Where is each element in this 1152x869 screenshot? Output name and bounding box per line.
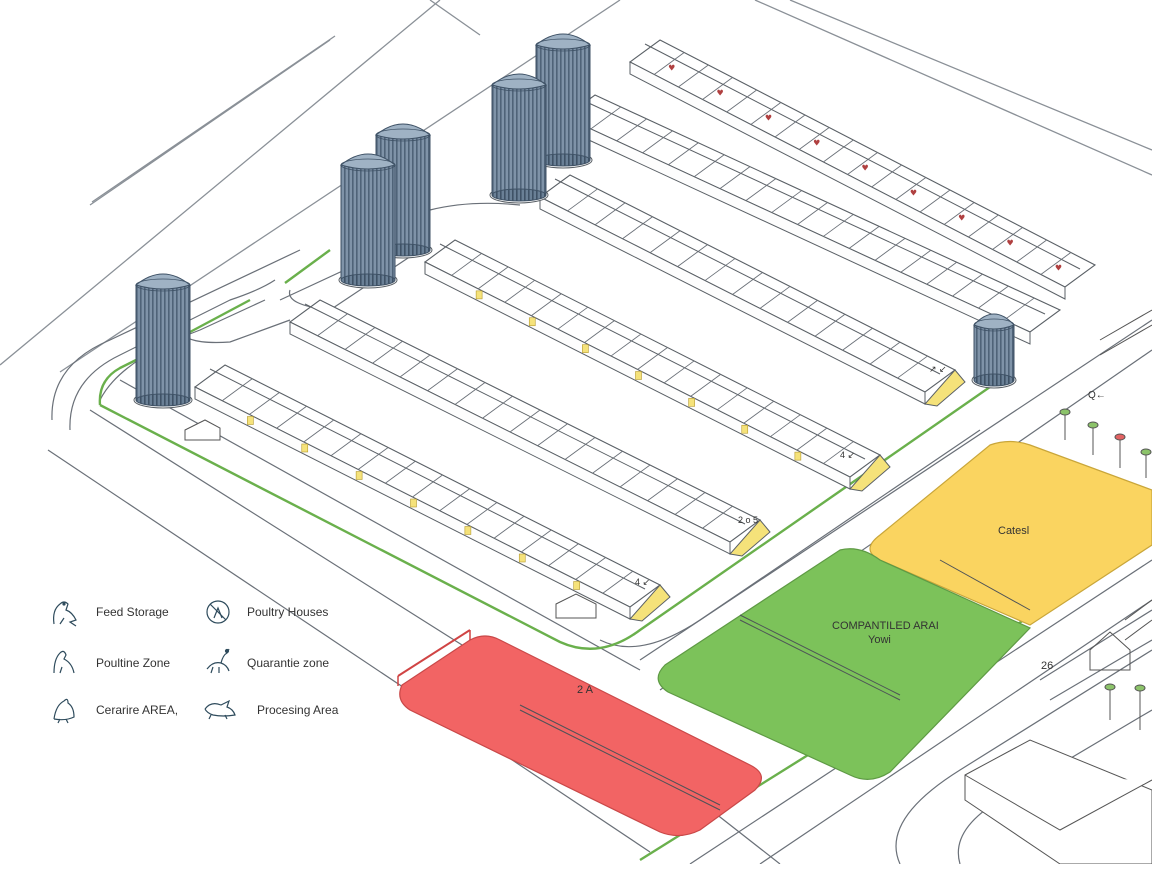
poultry-house-bottom-right: [964, 739, 1152, 865]
poultry-house: ♥ ♥ ♥ ♥ ♥ ♥ ♥ ♥ ♥: [628, 39, 1097, 300]
legend-label-feed-storage: Feed Storage: [96, 605, 169, 619]
poultry-houses: ♥ ♥ ♥ ♥ ♥ ♥ ♥ ♥ ♥: [193, 39, 1097, 622]
poultry-house: [288, 299, 771, 557]
house-end-label: 4 ↙: [635, 577, 651, 587]
legend-label-cerarire-area: Cerarire AREA,: [96, 703, 179, 717]
svg-text:♥: ♥: [765, 114, 772, 123]
zone-red-label: 2 A: [577, 684, 593, 696]
feed-silos: [133, 33, 1017, 409]
svg-text:♥: ♥: [958, 214, 965, 223]
feed-silo: [971, 313, 1017, 389]
legend-label-quarantine-zone: Quarantie zone: [247, 656, 330, 670]
legend-label-poultine-zone: Poultine Zone: [96, 656, 171, 670]
bird-icon: [53, 698, 75, 724]
legend-icons: [53, 600, 236, 724]
feed-silo: [338, 153, 398, 289]
svg-text:♥: ♥: [862, 164, 869, 173]
fox-icon: [204, 699, 236, 720]
legend-label-poultry-houses: Poultry Houses: [247, 605, 329, 619]
poultry-house: [193, 364, 671, 622]
poultry-house: [538, 174, 966, 407]
poultry-house: [423, 239, 891, 492]
chicken-icon: [53, 601, 77, 627]
svg-text:♥: ♥: [910, 189, 917, 198]
fence-lines: [519, 559, 1031, 811]
map-number-label: 26: [1041, 660, 1054, 672]
feed-silo: [489, 73, 549, 204]
zone-yellow: [869, 440, 1152, 626]
svg-text:♥: ♥: [1007, 239, 1014, 248]
house-end-label: ↗ ↙: [929, 364, 947, 374]
road-marker-label: Q←: [1088, 390, 1106, 401]
zone-green-label-line2: Yowi: [868, 634, 891, 646]
house-end-label: 4 ↙: [840, 450, 856, 460]
zone-yellow-label: Catesl: [998, 525, 1030, 537]
feed-silo: [133, 273, 193, 409]
no-entry-icon: [206, 600, 230, 624]
bird-icon: [53, 650, 75, 674]
right-props: [1059, 309, 1152, 730]
zone-green-label-line1: COMPANTILED ARAI: [832, 620, 939, 632]
svg-text:♥: ♥: [717, 89, 724, 98]
svg-text:♥: ♥: [1055, 264, 1062, 273]
small-shed: [184, 419, 597, 619]
rooster-icon: [206, 648, 230, 674]
zone-green: [657, 548, 1032, 780]
legend-label-procesing-area: Procesing Area: [257, 703, 339, 717]
svg-text:♥: ♥: [668, 64, 675, 73]
svg-text:♥: ♥: [813, 139, 820, 148]
house-end-label: 2 o 5: [738, 515, 759, 525]
